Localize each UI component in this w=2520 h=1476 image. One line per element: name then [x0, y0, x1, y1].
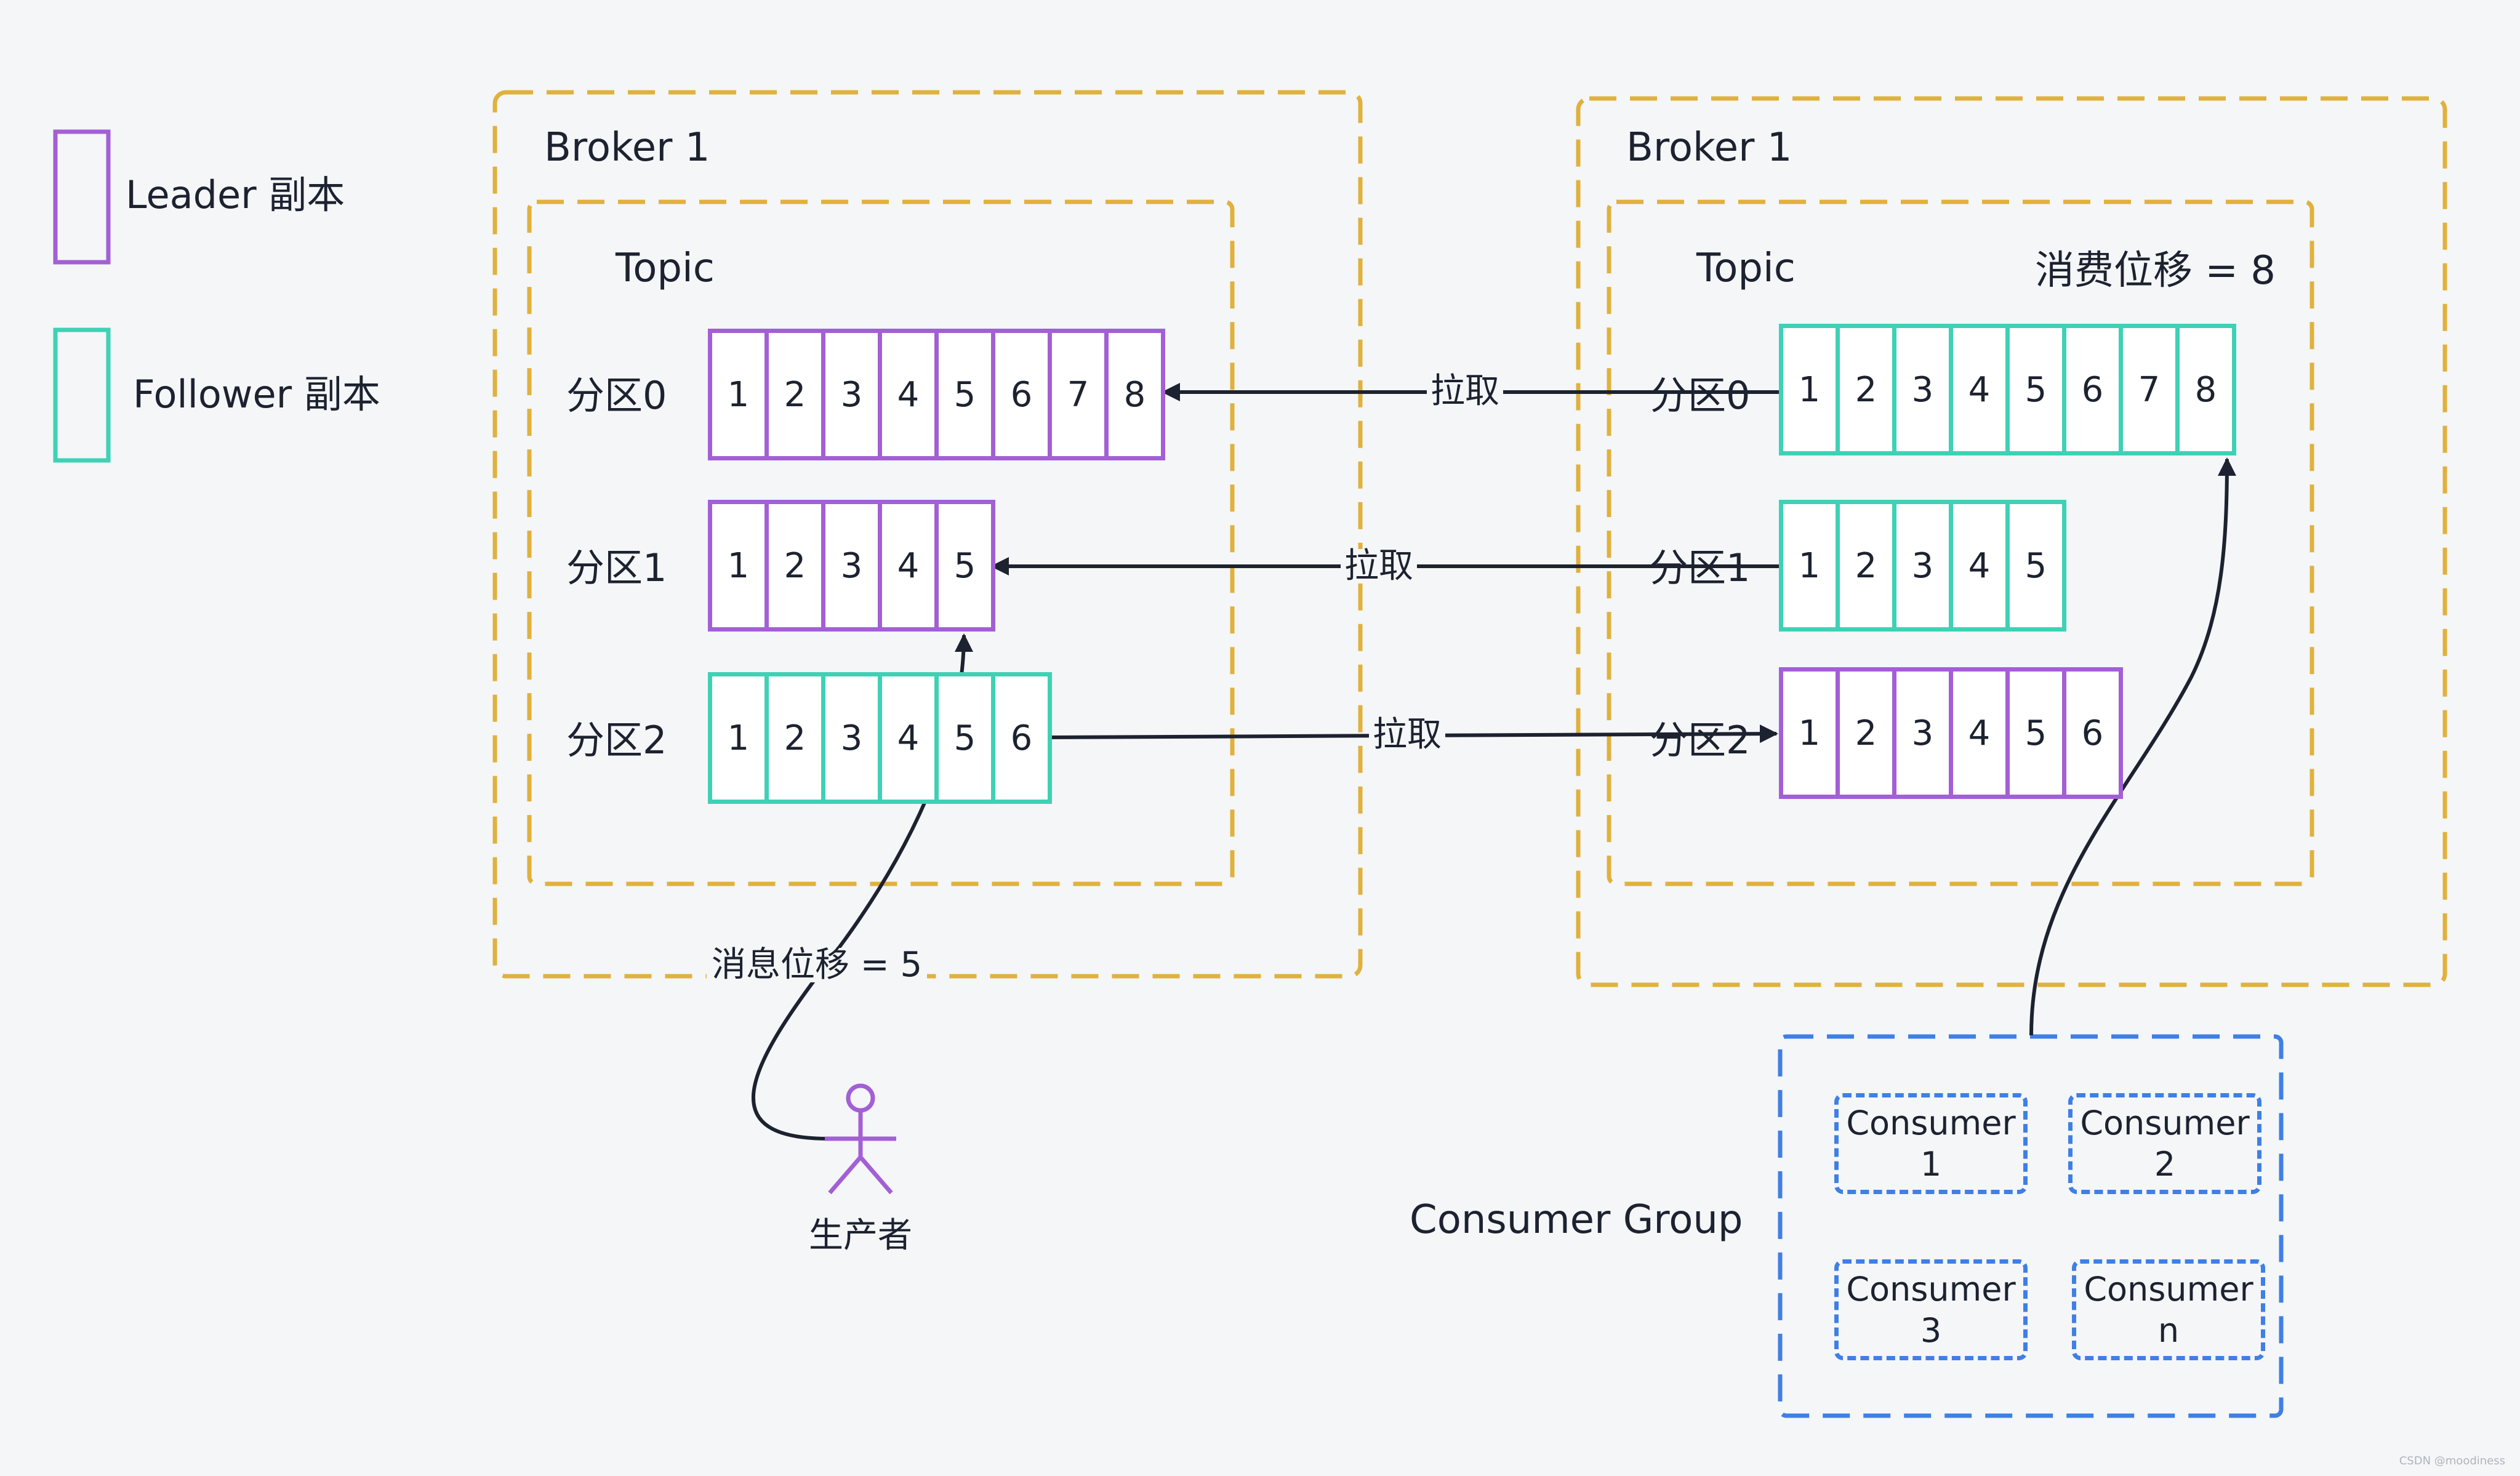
legend-leader-label: Leader 副本: [126, 172, 345, 217]
partition-cell: 2: [1836, 324, 1896, 455]
partition-cell: 6: [2062, 667, 2123, 799]
pull-label: 拉取: [1427, 374, 1503, 409]
partition-cell: 5: [934, 500, 995, 632]
topic-left-title: Topic: [616, 246, 715, 291]
pull-label: 拉取: [1341, 549, 1417, 584]
partition-cell: 7: [2119, 324, 2180, 455]
message-offset-label: 消息位移 = 5: [707, 948, 928, 982]
watermark: CSDN @moodiness: [2399, 1454, 2505, 1467]
partition-cell: 6: [2062, 324, 2123, 455]
partition-cell: 8: [1104, 329, 1165, 460]
consumer-fetch-arrow: [2029, 457, 2236, 1036]
partition-label: 分区0: [1650, 373, 1751, 418]
partition-label: 分区0: [566, 373, 667, 418]
partition-cell: 3: [1892, 667, 1953, 799]
consume-offset-label: 消费位移 = 8: [2035, 248, 2276, 294]
partition-cell: 3: [1892, 500, 1953, 632]
producer-icon: [825, 1083, 896, 1195]
partition-cell: 3: [1892, 324, 1953, 455]
partition-cell: 7: [1048, 329, 1109, 460]
partition-cell: 4: [1949, 324, 2010, 455]
partition-label: 分区2: [566, 718, 667, 763]
partition-cell: 4: [878, 329, 939, 460]
partition-cell: 2: [1836, 667, 1896, 799]
partition-cell: 2: [764, 329, 825, 460]
partition-cell: 3: [821, 672, 882, 804]
partition-cell: 6: [991, 672, 1052, 804]
partition-cell: 6: [991, 329, 1052, 460]
consumer-2[interactable]: Consumer 2: [2068, 1093, 2261, 1194]
partition-cell: 3: [821, 500, 882, 632]
partition-cell: 5: [2005, 500, 2066, 632]
partition-cell: 5: [2005, 324, 2066, 455]
broker-right-title: Broker 1: [1626, 125, 1792, 170]
partition-cell: 8: [2175, 324, 2236, 455]
legend-follower-label: Follower 副本: [133, 372, 380, 417]
consumer-group-box: [1778, 1034, 2284, 1418]
partition-cell: 1: [708, 329, 769, 460]
partition-cell: 3: [821, 329, 882, 460]
broker-left-box: [492, 90, 1363, 979]
partition-cell: 5: [934, 329, 995, 460]
partition-cell: 4: [878, 500, 939, 632]
partition-label: 分区1: [566, 545, 667, 590]
partition-cell: 4: [878, 672, 939, 804]
partition-cell: 1: [708, 672, 769, 804]
consumer-3[interactable]: Consumer 3: [1834, 1259, 2028, 1360]
partition-cell: 4: [1949, 500, 2010, 632]
topic-right-title: Topic: [1696, 246, 1796, 291]
producer-label: 生产者: [809, 1216, 912, 1256]
partition-cell: 4: [1949, 667, 2010, 799]
partition-cell: 1: [1779, 324, 1840, 455]
partition-cell: 2: [764, 672, 825, 804]
partition-cell: 1: [708, 500, 769, 632]
partition-cell: 2: [764, 500, 825, 632]
partition-cell: 5: [934, 672, 995, 804]
partition-label: 分区2: [1650, 718, 1751, 763]
consumer-group-label: Consumer Group: [1410, 1197, 1743, 1243]
legend-leader-swatch: [53, 129, 111, 265]
partition-cell: 2: [1836, 500, 1896, 632]
topic-right-box: [1607, 199, 2314, 886]
partition-cell: 1: [1779, 667, 1840, 799]
partition-cell: 5: [2005, 667, 2066, 799]
partition-label: 分区1: [1650, 545, 1751, 590]
consumer-n[interactable]: Consumer n: [2072, 1259, 2265, 1360]
consumer-1[interactable]: Consumer 1: [1834, 1093, 2028, 1194]
legend-follower-swatch: [53, 327, 111, 463]
broker-right-box: [1576, 96, 2447, 987]
pull-label: 拉取: [1369, 718, 1445, 752]
broker-left-title: Broker 1: [544, 125, 710, 170]
partition-cell: 1: [1779, 500, 1840, 632]
